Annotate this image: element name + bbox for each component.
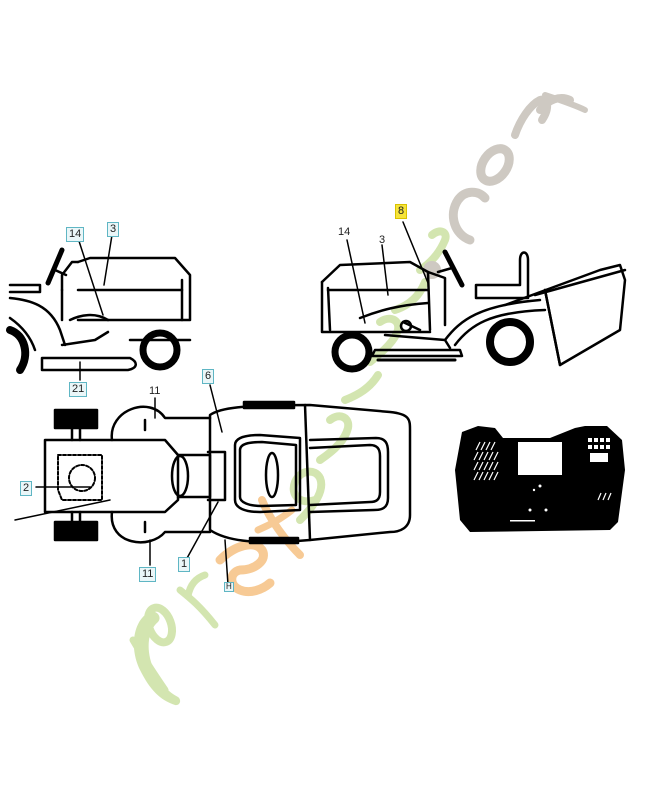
left-side-view xyxy=(6,234,192,381)
callout-14-right[interactable]: 14 xyxy=(338,226,351,238)
callout-21[interactable]: 21 xyxy=(69,382,88,397)
callout-11-lower[interactable]: 11 xyxy=(139,567,157,582)
callout-3-left[interactable]: 3 xyxy=(107,222,120,237)
callout-14-left[interactable]: 14 xyxy=(66,227,85,242)
callout-11-upper[interactable]: 11 xyxy=(149,385,161,397)
callout-8[interactable]: 8 xyxy=(395,204,408,219)
callout-2[interactable]: 2 xyxy=(20,481,33,496)
callout-6[interactable]: 6 xyxy=(202,369,215,384)
right-side-view xyxy=(320,221,627,373)
dashboard-decal xyxy=(455,426,625,532)
top-view xyxy=(14,384,412,586)
callout-small-label[interactable]: H xyxy=(224,582,234,592)
callout-1[interactable]: 1 xyxy=(178,557,191,572)
callout-3-right[interactable]: 3 xyxy=(379,234,386,246)
